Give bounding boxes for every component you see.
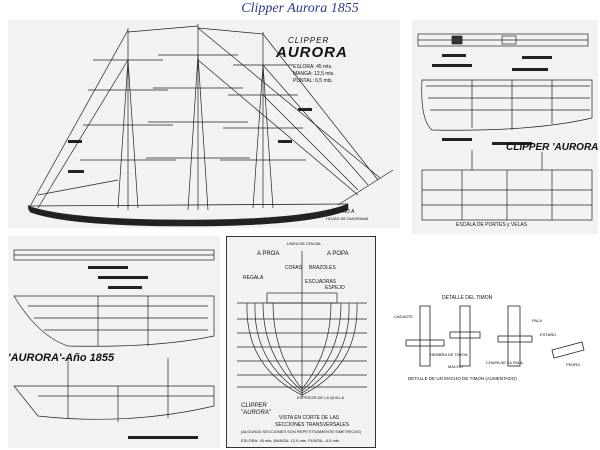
page-title: Clipper Aurora 1855 xyxy=(241,1,359,16)
deck-plan-note: ESCALA DE PORTES y VELAS xyxy=(456,222,528,228)
body-plan-regala: REGALA xyxy=(243,275,264,281)
rudder-hembra: HEMBRA DE TIMON xyxy=(430,352,468,357)
sail-plan-manga: MANGA: 12,5 mts. xyxy=(293,71,335,77)
rudder-caption: DETALLE DE UN MACHO DE TIMON (AUMENTADO) xyxy=(408,376,517,381)
sail-plan-plano-sub: HOJAS DE DIAGRAMA xyxy=(326,216,369,221)
body-plan-a-proa: A PROA xyxy=(257,251,280,257)
sail-plan-clipper-word: CLIPPER xyxy=(288,36,330,45)
deck-plan-panel: CLIPPER 'AURORA'-A ESCALA DE PORTES y VE… xyxy=(412,20,598,234)
body-plan-clipper-word: CLIPPER xyxy=(241,403,267,409)
body-plan-escuadras: ESCUADRAS xyxy=(305,279,337,285)
body-plan-espesor-quilla: ESPESOR DE LA QUILLA xyxy=(297,395,345,400)
body-plan-drawing xyxy=(237,251,367,397)
body-plan-brazoles: BRAZOLES xyxy=(309,265,336,271)
body-plan-a-popa: A POPA xyxy=(327,251,349,257)
deck-plan-drawing xyxy=(417,33,593,221)
body-plan-aurora: "AURORA" xyxy=(241,410,271,416)
sail-plan-plano-label: PLANO A xyxy=(333,209,355,215)
sail-plan-drawing xyxy=(27,24,394,227)
body-plan-vista-line1: VISTA EN CORTE DE LAS xyxy=(279,415,340,421)
body-plan-dims: ESLORA: 45 mts. MANGA: 12,5 mts. PUNTAL:… xyxy=(241,438,341,443)
rudder-detail-drawing xyxy=(405,305,585,367)
profile-plan-drawing xyxy=(13,249,215,439)
profile-plan-caption: 'AURORA'-Año 1855 xyxy=(8,352,115,364)
rudder-pala: PALA xyxy=(532,318,542,323)
rudder-title: DETALLE DEL TIMON xyxy=(442,295,493,301)
deck-plan-caption: CLIPPER 'AURORA'-A xyxy=(506,142,598,153)
body-plan-linea-crujia: LINEA DE CRUJIA xyxy=(287,241,321,246)
sail-plan-panel: CLIPPER AURORA ESLORA: 45 mts. MANGA: 12… xyxy=(8,20,400,228)
sail-plan-ship-name: AURORA xyxy=(276,44,348,61)
rudder-detail-panel: DETALLE DEL TIMON CADASTE HEMBRA DE TIMO… xyxy=(392,292,596,392)
body-plan-cofas: COFAS xyxy=(285,265,302,271)
rudder-cadaste: CADASTE xyxy=(394,314,413,319)
sail-plan-eslora: ESLORA: 45 mts. xyxy=(293,64,333,70)
sail-plan-puntal: PUNTAL: 6,5 mts. xyxy=(293,78,333,84)
rudder-estano: ESTAÑO xyxy=(540,332,557,337)
rudder-macho: MACHO xyxy=(448,364,463,369)
profile-plan-panel: 'AURORA'-Año 1855 xyxy=(8,236,220,448)
rudder-chapa: CHAPA DE LA PALA xyxy=(486,360,523,365)
body-plan-panel: A PROA A POPA LINEA DE CRUJIA COFAS BRAZ… xyxy=(226,236,376,448)
body-plan-vista-line3: (ALGUNAS SECCIONES SON REPETITIVAMENTE S… xyxy=(241,429,361,434)
rudder-pedro: PEDRO xyxy=(566,362,581,367)
body-plan-espejo: ESPEJO xyxy=(325,285,345,291)
body-plan-vista-line2: SECCIONES TRANSVERSALES xyxy=(275,422,350,428)
